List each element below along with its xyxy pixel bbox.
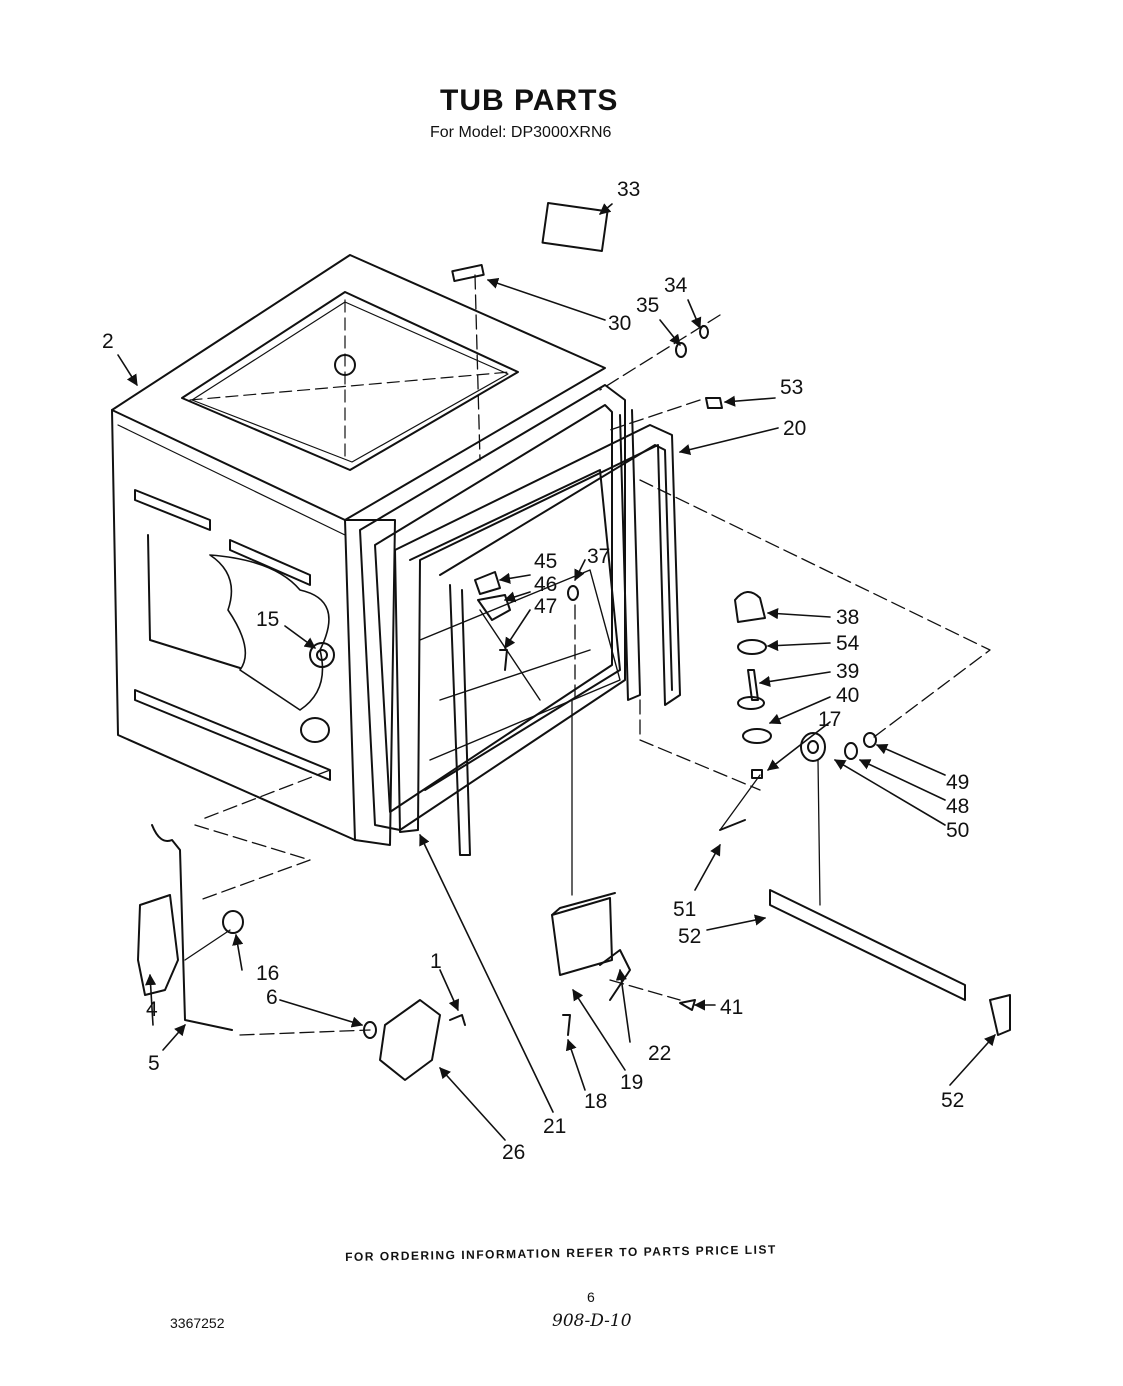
assembly-lines xyxy=(194,274,991,1036)
callout-40: 40 xyxy=(836,684,859,707)
callout-5: 5 xyxy=(148,1052,160,1075)
callout-35: 35 xyxy=(636,294,659,317)
callout-34: 34 xyxy=(664,274,688,297)
part-shapes xyxy=(137,202,1011,1081)
callout-4: 4 xyxy=(146,998,158,1021)
callout-2: 2 xyxy=(102,330,114,353)
callout-30: 30 xyxy=(608,312,631,335)
callout-37: 37 xyxy=(587,545,610,568)
callout-39: 39 xyxy=(836,660,859,683)
callout-26: 26 xyxy=(502,1141,525,1164)
callout-38: 38 xyxy=(836,606,859,629)
callout-54: 54 xyxy=(836,632,860,655)
callout-52-text: 52 xyxy=(941,1089,964,1112)
solid-leader-lines xyxy=(184,699,821,961)
page-title: TUB PARTS xyxy=(440,84,619,117)
callout-21: 21 xyxy=(543,1115,566,1138)
callout-19: 18 xyxy=(584,1090,607,1113)
callout-44: 45 xyxy=(534,550,557,573)
door-gasket-frames xyxy=(359,384,681,856)
model-subtitle: For Model: DP3000XRN6 xyxy=(430,124,612,141)
callout-16: 16 xyxy=(256,962,279,985)
tub-body xyxy=(111,254,606,846)
callout-51: 52 xyxy=(678,925,701,948)
page-number: 6 xyxy=(587,1289,595,1305)
callout-46: 47 xyxy=(534,595,557,618)
callout-50: 51 xyxy=(673,898,696,921)
callout-47: 48 xyxy=(946,795,969,818)
callout-22: 22 xyxy=(648,1042,671,1065)
callout-18: 19 xyxy=(620,1071,643,1094)
callout-arrows xyxy=(117,203,996,1141)
callout-49: 50 xyxy=(946,819,969,842)
callout-15: 15 xyxy=(256,608,279,631)
tub-floor xyxy=(419,569,621,761)
callout-labels: 33 30 35 34 53 20 2 15 45 46 47 37 38 54… xyxy=(102,178,969,1164)
callout-41: 41 xyxy=(720,996,743,1019)
handwritten-code: 908-D-10 xyxy=(552,1311,632,1331)
document-number: 3367252 xyxy=(170,1315,225,1331)
callout-33: 33 xyxy=(617,178,640,201)
callout-17: 17 xyxy=(818,708,841,731)
callout-53: 53 xyxy=(780,376,803,399)
callout-1: 1 xyxy=(430,950,442,973)
callout-48: 49 xyxy=(946,771,969,794)
callout-6: 6 xyxy=(266,986,278,1009)
callout-45: 46 xyxy=(534,573,557,596)
callout-20: 20 xyxy=(783,417,806,440)
